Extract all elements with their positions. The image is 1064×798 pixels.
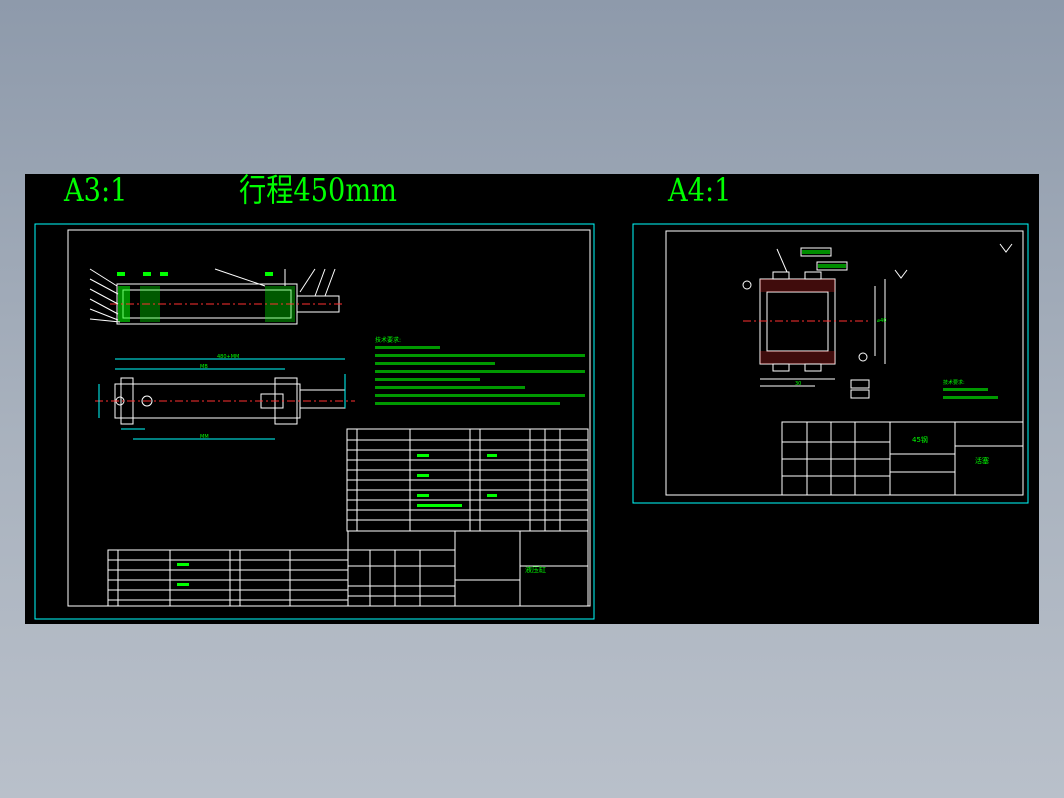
a3-title-block: 液压缸 <box>347 530 589 607</box>
a3-part-name: 液压缸 <box>525 565 546 574</box>
stroke-label: 行程450mm <box>239 174 397 209</box>
svg-text:MM: MM <box>200 434 209 440</box>
svg-text:30: 30 <box>795 381 801 387</box>
a3-elevation-view: 480+MM MB MM <box>95 354 355 440</box>
a4-material: 45钢 <box>912 435 928 444</box>
drawing-sheets: 480+MM MB MM 技术要求: <box>34 223 1029 620</box>
a3-scale-label: A3:1 <box>64 174 128 209</box>
a4-title-block: 45钢 活塞 <box>781 421 1024 496</box>
svg-text:⌀40: ⌀40 <box>877 318 886 324</box>
svg-text:480+MM: 480+MM <box>217 354 239 360</box>
cad-drawing-canvas[interactable]: A3:1 行程450mm A4:1 <box>25 174 1039 624</box>
a3-sheet: 480+MM MB MM 技术要求: <box>34 223 595 620</box>
a3-bottom-list <box>107 549 349 607</box>
a4-tech-requirements: 技术要求: <box>943 379 998 399</box>
a3-tech-heading: 技术要求: <box>375 336 401 344</box>
a3-tech-requirements: 技术要求: <box>375 336 585 405</box>
a4-sheet: 30 ⌀40 技术要求: <box>632 223 1029 504</box>
svg-text:MB: MB <box>200 364 208 370</box>
a3-section-view <box>89 268 345 325</box>
a4-scale-label: A4:1 <box>668 174 732 209</box>
a4-tech-heading: 技术要求: <box>943 379 965 386</box>
a4-part-name: 活塞 <box>975 456 989 465</box>
a4-piston-section: 30 ⌀40 <box>742 243 1013 399</box>
a3-parts-list <box>346 428 589 532</box>
